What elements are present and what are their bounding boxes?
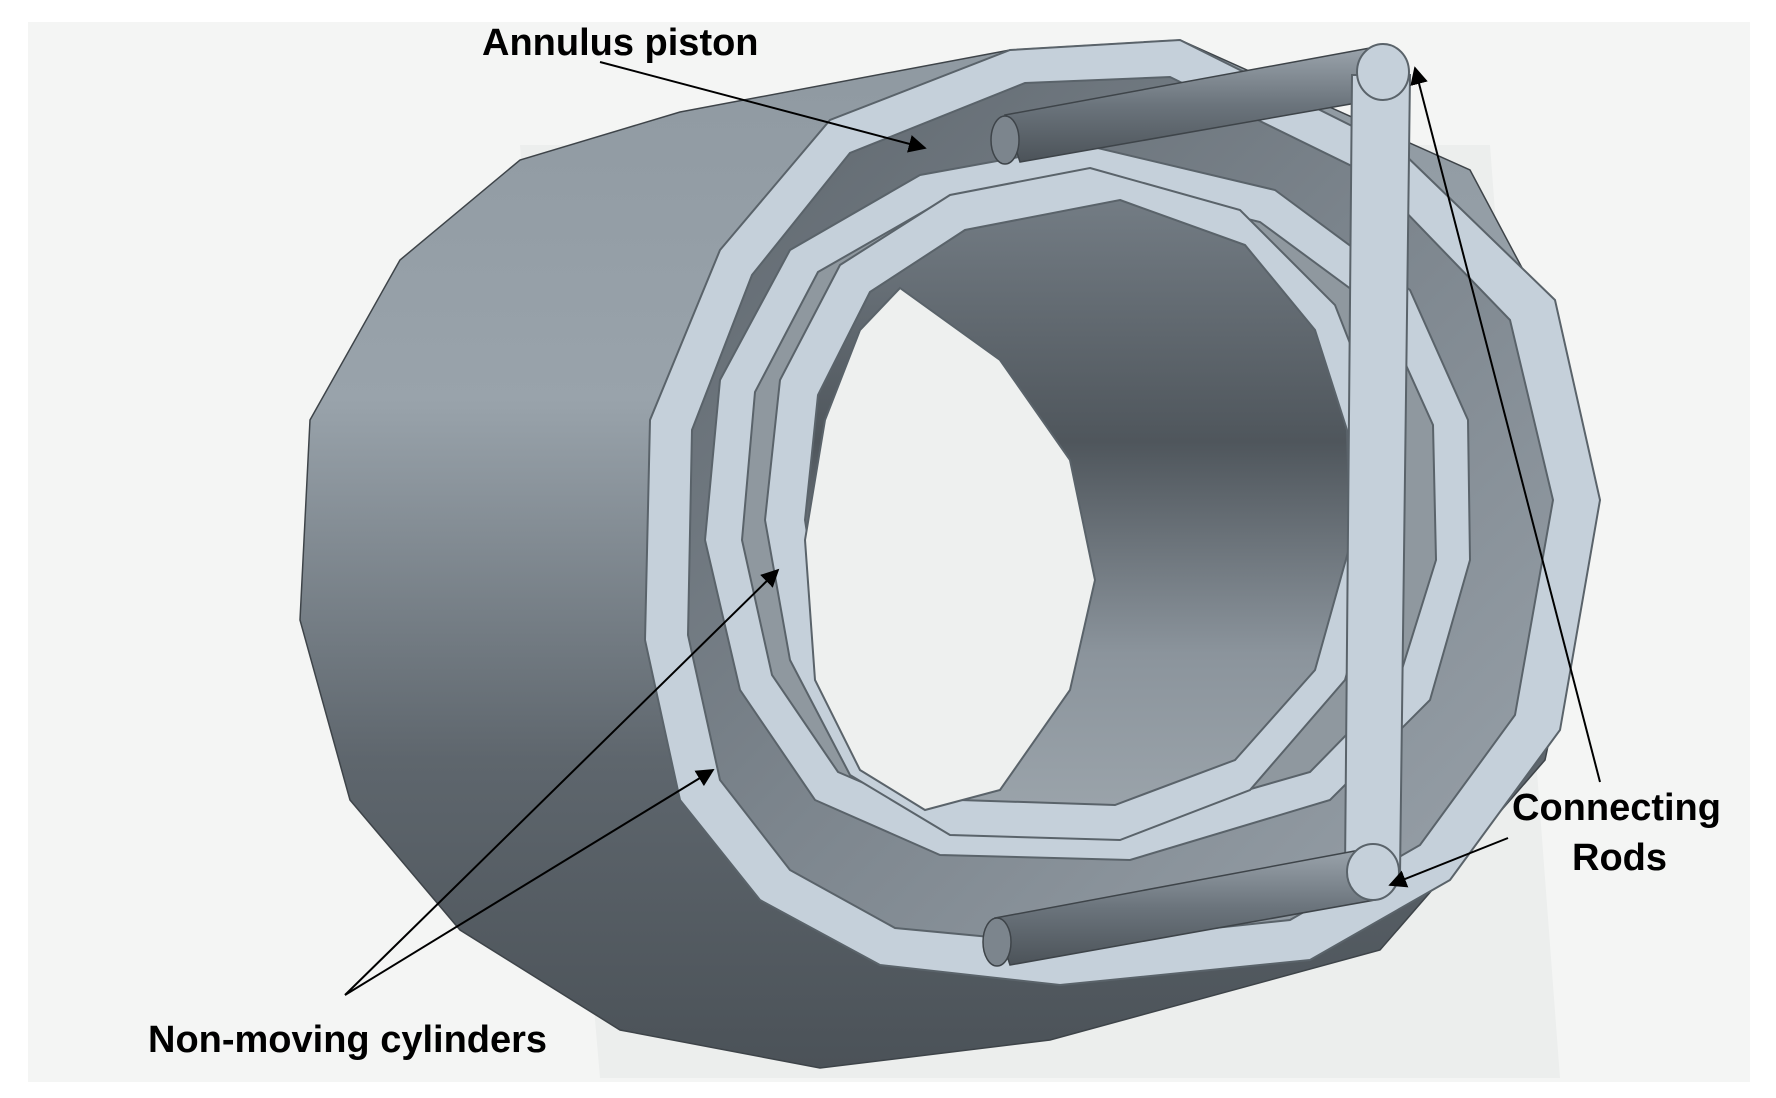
connecting-rods	[982, 43, 1412, 967]
top-rod-end	[990, 115, 1020, 165]
top-rod-cap	[1356, 43, 1410, 101]
bore-opening	[803, 286, 1097, 812]
connecting-rods-arrow-bottom	[1388, 837, 1509, 888]
annulus-piston-arrow	[599, 61, 927, 153]
vertical-rod	[1343, 74, 1412, 877]
non-moving-cylinders-arrow-inner	[344, 568, 780, 996]
annotation-arrows	[344, 61, 1601, 996]
non-moving-cylinders-arrow-outer	[344, 769, 715, 996]
annulus-piston-label: Annulus piston	[482, 22, 759, 64]
bottom-rod-cap	[1346, 843, 1400, 901]
bottom-rod-end	[982, 917, 1012, 967]
connecting-rods-label-line2: Rods	[1572, 837, 1667, 879]
connecting-rods-label-line1: Connecting	[1512, 787, 1721, 829]
connecting-rods-arrow-top	[1410, 66, 1601, 783]
non-moving-cylinders-label: Non-moving cylinders	[148, 1019, 547, 1061]
